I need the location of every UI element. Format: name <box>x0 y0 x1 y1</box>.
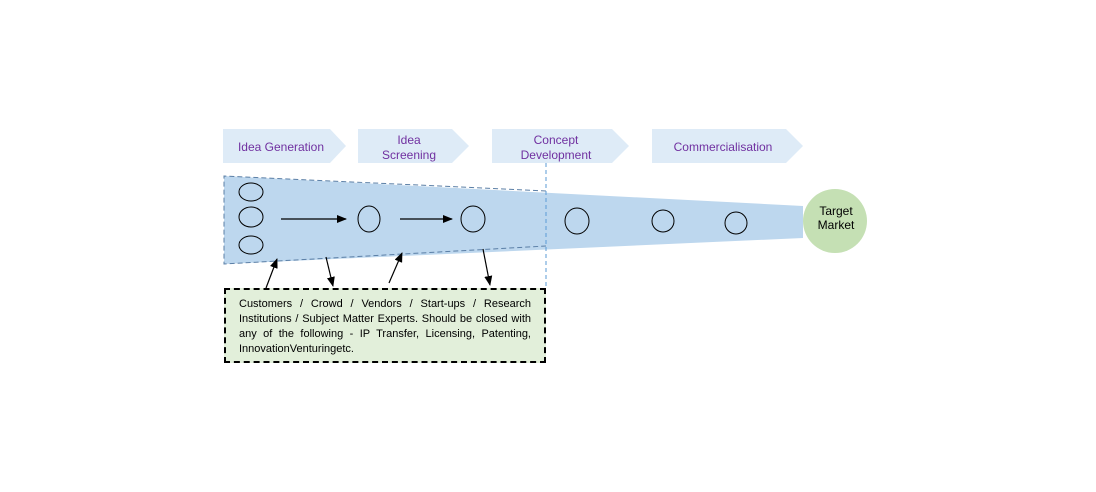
stage-chevron-idea-screening <box>358 129 469 163</box>
idea-node <box>238 182 264 202</box>
feedback-arrow-down <box>482 248 493 286</box>
stage-label-commercialisation: Commercialisation <box>674 140 773 154</box>
feedback-arrow-up <box>265 258 278 289</box>
funnel-shape <box>224 176 803 264</box>
target-market-label-line2: Market <box>818 218 855 232</box>
sources-note-box: Customers / Crowd / Vendors / Start-ups … <box>224 288 546 363</box>
stage-chevron-commercialisation <box>652 129 803 163</box>
idea-node <box>460 205 486 233</box>
target-market-circle <box>803 189 867 253</box>
flow-arrows <box>265 215 493 289</box>
stage-labels: Idea Generation Idea Screening Concept D… <box>238 133 772 162</box>
sources-note-text: Customers / Crowd / Vendors / Start-ups … <box>239 298 531 355</box>
feedback-arrow-up <box>388 252 403 284</box>
feedback-arrow-down <box>325 256 335 287</box>
stage-label-concept-development-line2: Development <box>521 148 592 162</box>
idea-nodes <box>238 182 748 255</box>
funnel-dashed-outline <box>223 175 547 265</box>
stage-label-idea-generation: Idea Generation <box>238 140 324 154</box>
idea-node <box>238 235 264 255</box>
idea-node <box>564 207 590 235</box>
idea-node <box>724 211 748 235</box>
stage-chevron-idea-generation <box>223 129 346 163</box>
stage-chevrons <box>223 129 803 163</box>
stage-label-idea-screening-line2: Screening <box>382 148 436 162</box>
stage-label-idea-screening-line1: Idea <box>397 133 421 147</box>
idea-node <box>651 209 675 233</box>
idea-node <box>357 205 381 233</box>
stage-label-concept-development-line1: Concept <box>534 133 579 147</box>
idea-node <box>238 206 264 228</box>
target-market-label-line1: Target <box>819 204 853 218</box>
stage-chevron-concept-development <box>492 129 629 163</box>
